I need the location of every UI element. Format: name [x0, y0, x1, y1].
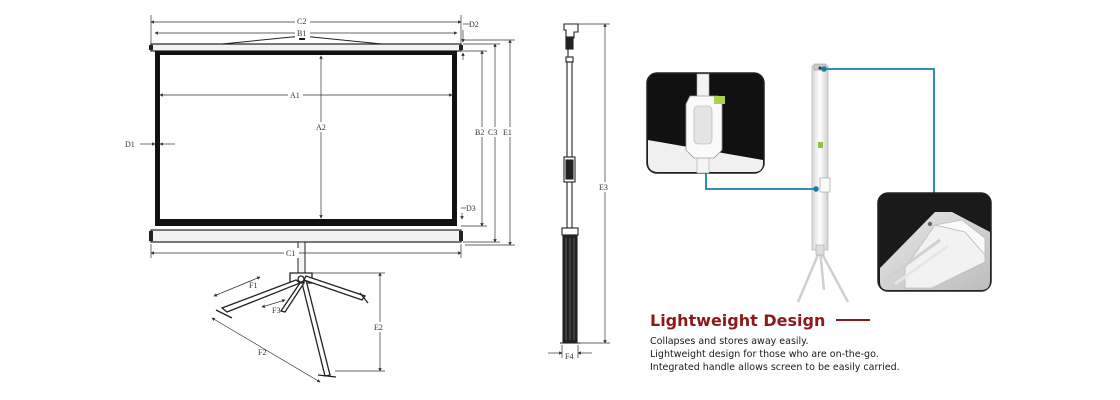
dim-label-b2: B2	[475, 128, 484, 137]
feature-list: Collapses and stores away easily. Lightw…	[650, 335, 950, 374]
dim-label-d1: D1	[125, 140, 135, 149]
callout-dot-top	[821, 66, 827, 72]
dim-label-e3: E3	[599, 183, 608, 192]
zoom-panel-top-cap	[877, 192, 992, 292]
dim-label-d3: D3	[466, 204, 476, 213]
front-view-dimension-labels: C2 B1 A1 A2 D1 D2 D3 B2 C3 E1 C1 E2 F1 F…	[125, 16, 517, 357]
dim-label-c3: C3	[488, 128, 497, 137]
dim-label-c1: C1	[286, 249, 295, 258]
dim-label-c2: C2	[297, 17, 306, 26]
dim-label-f4: F4	[565, 352, 573, 361]
feature-title: Lightweight Design	[650, 311, 826, 330]
dim-label-a2: A2	[316, 123, 326, 132]
side-view-dimension-labels: E3 F4	[565, 182, 613, 361]
zoom-panel-handle	[646, 72, 765, 174]
dim-label-f3: F3	[272, 306, 280, 315]
front-view-screen	[149, 34, 463, 378]
feature-line-1: Collapses and stores away easily.	[650, 336, 809, 347]
side-view-screen	[560, 23, 580, 344]
product-photo-folded-screen	[796, 63, 850, 303]
feature-title-rule	[835, 318, 870, 321]
dim-label-f2: F2	[258, 348, 266, 357]
dim-label-d2: D2	[469, 20, 479, 29]
dim-label-b1: B1	[297, 29, 306, 38]
feature-line-3: Integrated handle allows screen to be ea…	[650, 362, 900, 373]
dim-label-f1: F1	[249, 281, 257, 290]
callout-dot-handle	[813, 186, 819, 192]
dim-label-a1: A1	[290, 91, 300, 100]
dim-label-e1: E1	[503, 128, 512, 137]
feature-block: Lightweight Design Collapses and stores …	[650, 311, 950, 374]
feature-line-2: Lightweight design for those who are on-…	[650, 349, 879, 360]
dim-label-e2: E2	[374, 323, 383, 332]
